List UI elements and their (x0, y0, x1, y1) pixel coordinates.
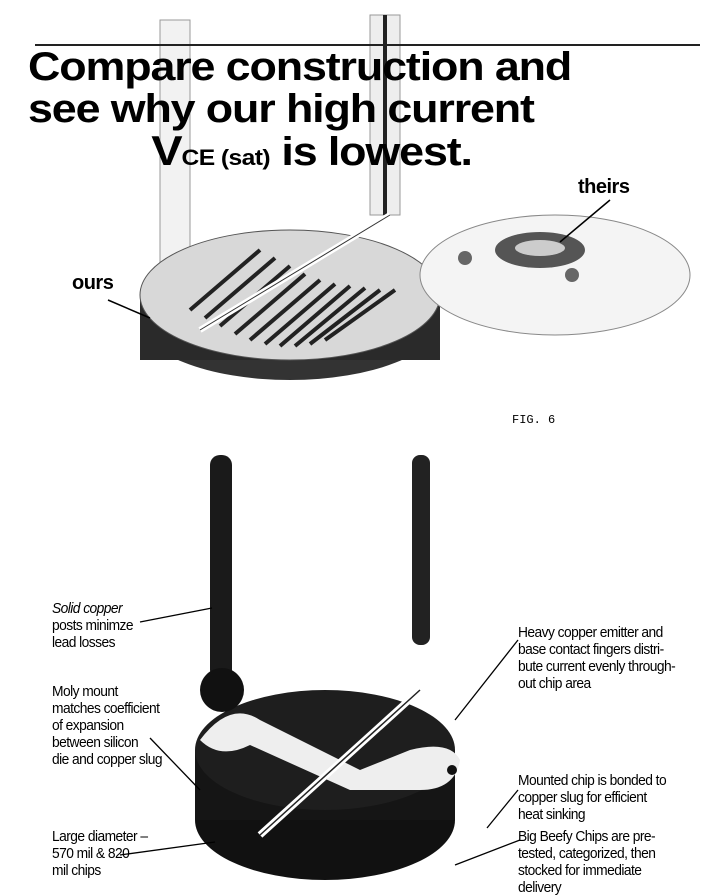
callout-line: Heavy copper emitter and (518, 624, 663, 641)
callout-line: die and copper slug (52, 751, 163, 768)
callout-solid-copper: Solid copper posts minimze lead losses (52, 600, 134, 651)
callout-leader-lines (119, 607, 521, 866)
ours-transistor-illustration (107, 14, 441, 380)
callout-line: Large diameter – (52, 828, 148, 845)
callout-line: Big Beefy Chips are pre- (518, 828, 656, 845)
callout-line: tested, categorized, then (518, 845, 656, 862)
callout-big-beefy-chips: Big Beefy Chips are pre- tested, categor… (518, 828, 656, 896)
callout-line: bute current evenly through- (518, 658, 676, 675)
callout-line: matches coefficient (52, 700, 160, 717)
callout-line: Mounted chip is bonded to (518, 772, 667, 789)
callout-moly-mount: Moly mount matches coefficient of expans… (52, 683, 163, 768)
headline-line-1: Compare construction and (28, 45, 572, 89)
callout-line: copper slug for efficient (518, 789, 647, 806)
callout-mounted-chip: Mounted chip is bonded to copper slug fo… (518, 772, 667, 823)
callout-line: mil chips (52, 862, 101, 879)
label-theirs: theirs (578, 176, 630, 198)
callout-line: 570 mil & 820 (52, 845, 130, 862)
callout-heavy-copper: Heavy copper emitter and base contact fi… (518, 624, 676, 692)
callout-line: lead losses (52, 634, 116, 651)
ce-sat-subscript: CE (sat) (181, 145, 271, 170)
callout-line: base contact fingers distri- (518, 641, 664, 658)
label-ours: ours (72, 272, 114, 294)
headline-line-3-rest: is lowest. (270, 130, 473, 174)
callout-line: out chip area (518, 675, 591, 692)
callout-line: posts minimze (52, 617, 134, 634)
callout-large-diameter: Large diameter – 570 mil & 820 mil chips (52, 828, 148, 879)
callout-line: between silicon (52, 734, 139, 751)
top-rule (35, 44, 700, 46)
figure-label: FIG. 6 (512, 413, 556, 427)
transistor-cutaway-illustration (195, 455, 460, 880)
callout-line: Moly mount (52, 683, 118, 700)
headline: Compare construction and see why our hig… (28, 45, 572, 174)
callout-line: stocked for immediate (518, 862, 642, 879)
callout-line: delivery (518, 879, 562, 896)
headline-line-3: VCE (sat) is lowest. (151, 127, 571, 174)
v-symbol: V (151, 127, 182, 174)
callout-line: of expansion (52, 717, 124, 734)
theirs-transistor-illustration (419, 199, 691, 336)
callout-line: heat sinking (518, 806, 586, 823)
callout-line: Solid copper (52, 600, 123, 617)
headline-line-2: see why our high current (28, 87, 535, 131)
